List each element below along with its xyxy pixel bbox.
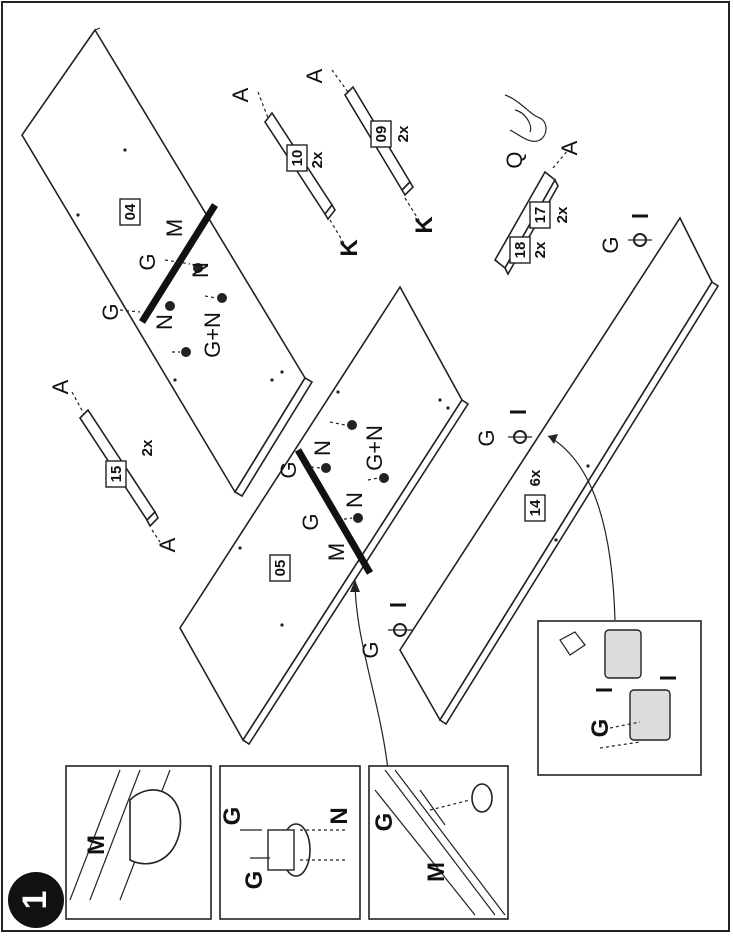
panel-09-qty: 2x [395,125,412,142]
label-m-05: M [324,543,349,561]
hinge-middle-icon [508,410,532,444]
panel-05: 05 G N G+N G N M [179,285,470,746]
label-n-04b: N [152,314,177,330]
panel-10-number: 10 [289,150,306,167]
detail-box-rail-screw: G M [368,765,509,920]
label-a-10: A [228,87,253,102]
panel-10: A K 10 2x [228,87,363,256]
label-g-14a: G [598,236,623,253]
panel-14: 14 6x G G G [350,214,720,771]
arrow-hinge [547,435,616,621]
box3-label-g: G [371,813,398,832]
panel-09: A K 09 2x [302,68,438,233]
panel-14-qty: 6x [527,469,544,486]
panel-15-number: 15 [108,466,125,483]
detail-box-screw-n: G G N [219,765,361,920]
label-q: Q [502,151,527,168]
panel-18-qty: 2x [532,241,549,258]
label-n-05a: N [310,440,335,456]
hardware-04 [119,259,227,357]
label-k-10: K [336,239,363,257]
hand-icon [129,789,182,865]
label-n-04a: N [188,262,213,278]
label-a-15a: A [48,379,73,394]
label-a-15b: A [155,537,180,552]
label-n-05b: N [342,492,367,508]
panel-14-number: 14 [527,499,544,516]
hinge-top-icon [628,214,652,247]
panel-04: 04 G M N G N G+N [21,27,314,498]
hand-detail-icon [504,94,547,142]
inset-hinge-detail: G [537,620,702,776]
panel-15: A A 15 2x [48,379,180,552]
label-k-09: K [411,216,438,234]
rail-m-05 [294,448,374,575]
label-g-05a: G [276,461,301,478]
panel-09-number: 09 [373,126,390,143]
label-g-04a: G [135,253,160,270]
label-a-17: A [557,140,582,155]
label-g-14b: G [474,429,499,446]
box2-label-g2: G [241,871,268,890]
label-g-05b: G [298,513,323,530]
box2-label-g1: G [219,807,246,826]
detail-box-rail-hand: M [65,765,212,920]
drill-icon [559,631,586,656]
rail-m-04 [139,203,218,324]
panel-17-qty: 2x [554,206,571,223]
hardware-05 [304,420,389,523]
label-gn-04: G+N [200,312,225,358]
panel-17-number: 17 [532,207,549,224]
panel-04-label: 04 [119,198,141,226]
panel-17-18: 18 2x 17 2x A Q [493,94,582,276]
box2-label-n: N [326,807,353,824]
hinge-bottom-icon [388,603,412,637]
panel-05-number: 05 [272,560,289,577]
box1-label-m: M [83,835,110,855]
inset-label-g: G [587,719,614,738]
panel-10-qty: 2x [309,151,326,168]
label-gn-05: G+N [362,425,387,471]
label-a-09: A [302,68,327,83]
step-number: 1 [16,891,54,910]
label-g-04b: G [98,303,123,320]
box3-label-m: M [423,862,450,882]
step-badge: 1 [8,872,64,928]
panel-04-number: 04 [122,203,139,220]
panel-18-number: 18 [512,242,529,259]
arrow-rail [354,579,389,771]
label-m-04: M [162,219,187,237]
panel-15-qty: 2x [139,439,156,456]
label-g-14c: G [358,641,383,658]
